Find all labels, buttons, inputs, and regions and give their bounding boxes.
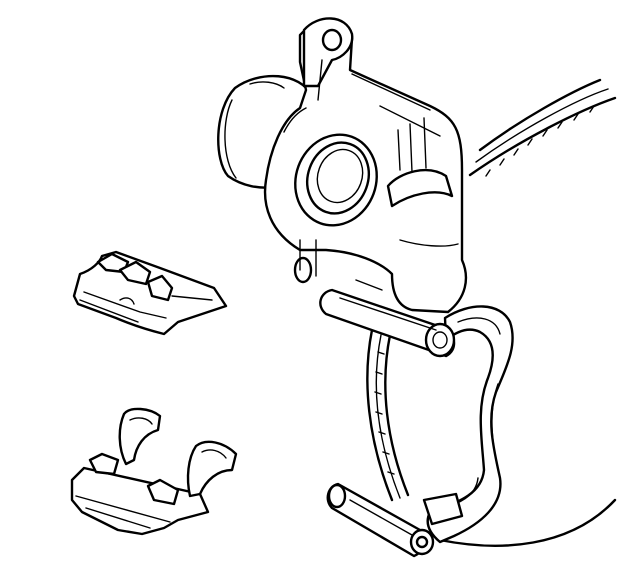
guide-pin-upper — [293, 256, 456, 358]
guide-pin-lower — [326, 482, 464, 558]
caliper-bracket — [426, 305, 514, 544]
caliper-housing — [263, 17, 468, 314]
brake-rotor — [366, 78, 617, 547]
inner-brake-pad — [72, 250, 228, 336]
outer-brake-pad — [70, 407, 238, 536]
